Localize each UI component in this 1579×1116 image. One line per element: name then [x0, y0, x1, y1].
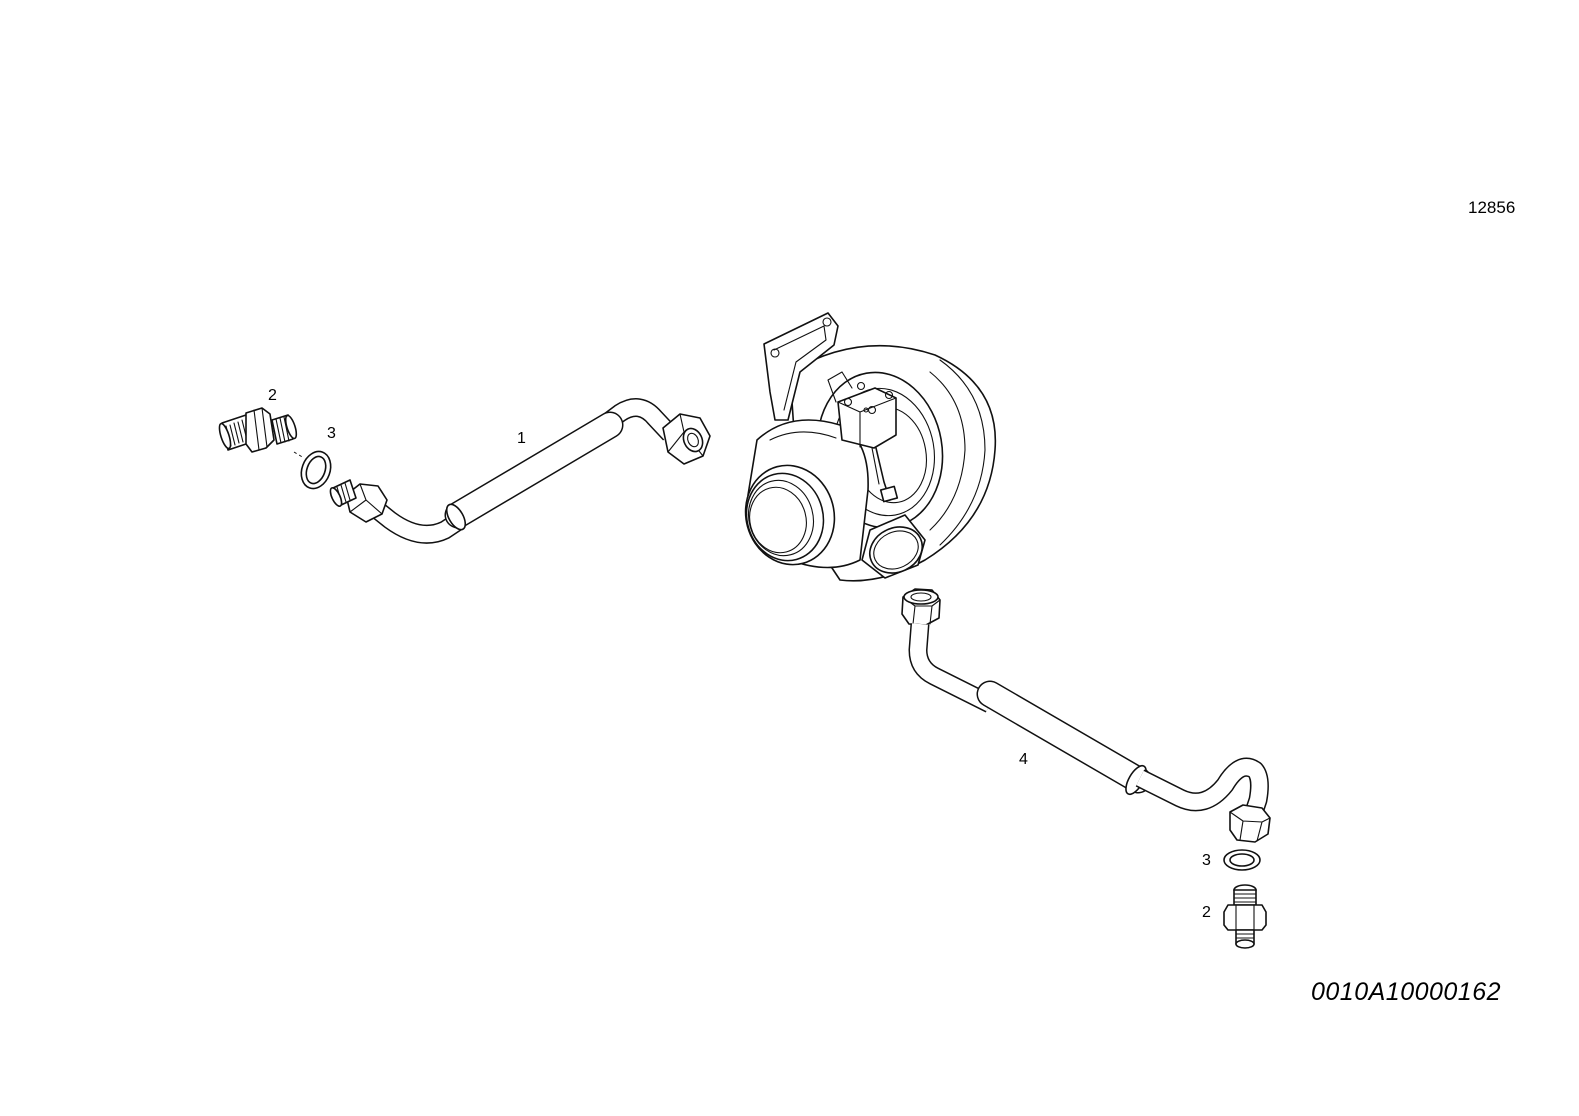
reference-number: 12856 — [1468, 198, 1516, 217]
callout-label: 2 — [1202, 904, 1211, 921]
adapter-fitting-right — [1223, 884, 1267, 949]
washer-left — [300, 450, 332, 490]
callout-label: 2 — [268, 387, 277, 404]
washer-right — [1223, 849, 1261, 871]
drawing-code: 0010A10000162 — [1311, 978, 1502, 1006]
oil-return-pipe — [901, 588, 1271, 843]
callout-label: 3 — [327, 425, 336, 442]
turbocharger-assembly — [744, 312, 997, 582]
adapter-fitting-left — [218, 407, 298, 453]
oil-feed-pipe — [329, 398, 711, 544]
callout-label: 1 — [517, 430, 526, 447]
callout-label: 3 — [1202, 852, 1211, 869]
callout-label: 4 — [1019, 751, 1028, 768]
